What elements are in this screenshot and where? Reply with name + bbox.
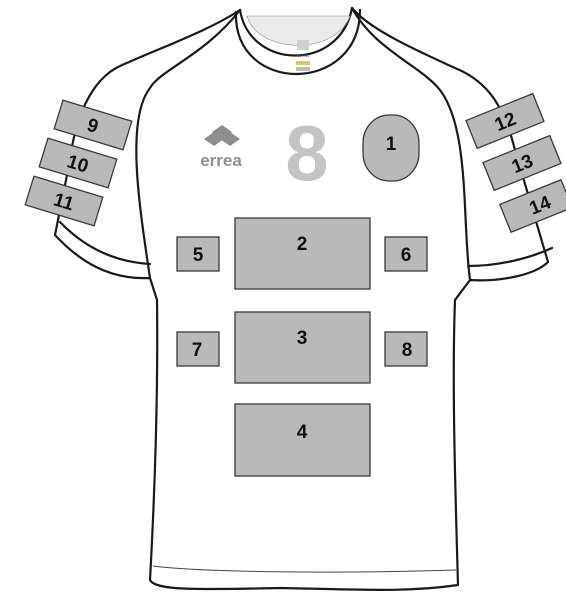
zone-3[interactable]: 3 [235,312,370,383]
zone-14[interactable]: 14 [500,180,566,233]
zone-12[interactable]: 12 [466,94,544,149]
shirt-outline [55,8,552,590]
zone-9[interactable]: 9 [54,100,132,150]
zone-5[interactable]: 5 [177,237,219,271]
shirt-body [55,8,548,590]
collar-tag-logo-block [297,40,309,50]
collar-tag: errea [296,40,310,71]
zone-7[interactable]: 7 [177,332,219,366]
zone-4-label: 4 [297,422,308,443]
jersey-number: 8 [285,109,328,197]
zone-4[interactable]: 4 [235,404,370,476]
zone-2[interactable]: 2 [235,218,370,289]
zone-6-label: 6 [401,245,412,266]
zone-8-label: 8 [402,340,413,361]
zone-13[interactable]: 13 [483,136,561,191]
hem-line [153,566,456,572]
brand-logo: errea [200,125,242,170]
cuff-right [468,248,552,266]
zone-11[interactable]: 11 [25,176,103,226]
zone-7-label: 7 [192,340,203,361]
errea-logo-icon [204,125,240,146]
zone-5-label: 5 [193,245,204,266]
collar-tag-stripe [296,61,310,65]
zone-3-label: 3 [297,328,308,349]
zone-1[interactable]: 1 [363,115,419,181]
zone-8[interactable]: 8 [385,332,427,366]
zone-6[interactable]: 6 [385,237,427,271]
collar-tag-text: errea [297,53,309,59]
zone-1-label: 1 [386,134,397,155]
brand-logo-text: errea [200,151,242,170]
collar-tag-stripe-2 [296,67,310,71]
zone-10[interactable]: 10 [39,138,117,188]
cuff-left [60,222,150,264]
zone-2-label: 2 [297,234,308,255]
